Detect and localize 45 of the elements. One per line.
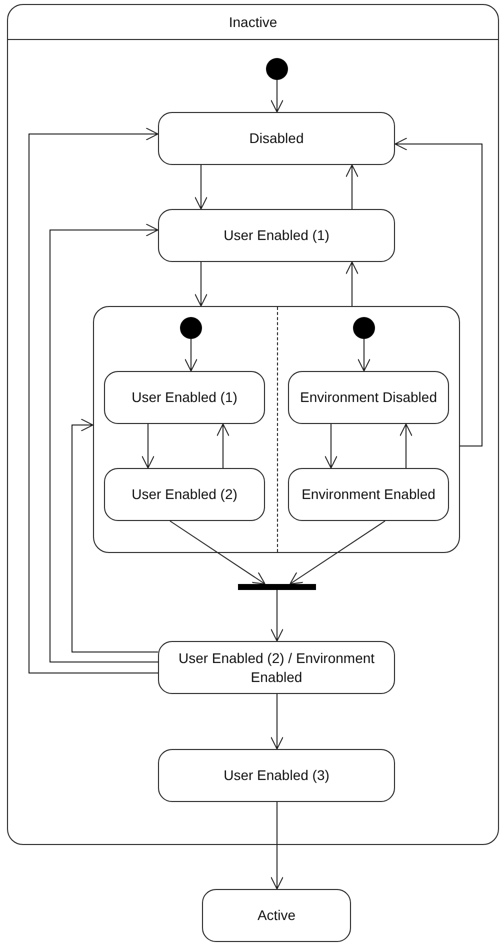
transition-arrow (216, 424, 230, 468)
initial-state (353, 317, 375, 339)
fork-bar (238, 584, 316, 590)
transition-arrow (270, 694, 284, 750)
composite-state (7, 4, 499, 845)
transition-arrow (324, 424, 338, 468)
transition-arrow (358, 338, 370, 372)
state-box (158, 641, 395, 694)
initial-state (266, 58, 288, 80)
transition-arrow (50, 224, 158, 662)
transition-arrow (270, 80, 284, 112)
state-box (158, 209, 395, 262)
transition-arrow (194, 262, 208, 306)
state-name: User Enabled (3) (224, 766, 330, 785)
state-name: User Enabled (2) (132, 485, 238, 504)
state-name: User Enabled (1) (132, 388, 238, 407)
composite-state (93, 306, 460, 553)
state-name: Environment Disabled (300, 388, 437, 407)
state-box (104, 468, 265, 521)
transition-arrow (28, 128, 158, 674)
transition-arrow (394, 138, 482, 446)
state-box (158, 749, 395, 802)
state-name: Environment Enabled (302, 485, 436, 504)
state-name: User Enabled (2) / Environment Enabled (177, 649, 376, 686)
state-box (104, 371, 265, 424)
transition-arrow (72, 418, 158, 652)
transition-arrow (194, 164, 208, 210)
transition-arrow (184, 338, 198, 372)
state-name: Disabled (249, 129, 304, 148)
transition-arrow (142, 424, 154, 468)
state-name: User Enabled (1) (224, 226, 330, 245)
transition-arrow (346, 262, 358, 306)
state-box (158, 112, 395, 165)
state-name: Inactive (228, 12, 278, 32)
transition-arrow (270, 802, 284, 890)
initial-state (180, 317, 202, 339)
transition-arrow (170, 520, 266, 584)
transition-arrow (346, 164, 358, 210)
state-box (202, 889, 351, 942)
transition-arrow (270, 590, 284, 642)
state-box (288, 371, 449, 424)
state-name: Active (257, 906, 296, 925)
transition-arrow (290, 520, 386, 584)
transition-arrow (400, 424, 412, 468)
state-box (288, 468, 449, 521)
